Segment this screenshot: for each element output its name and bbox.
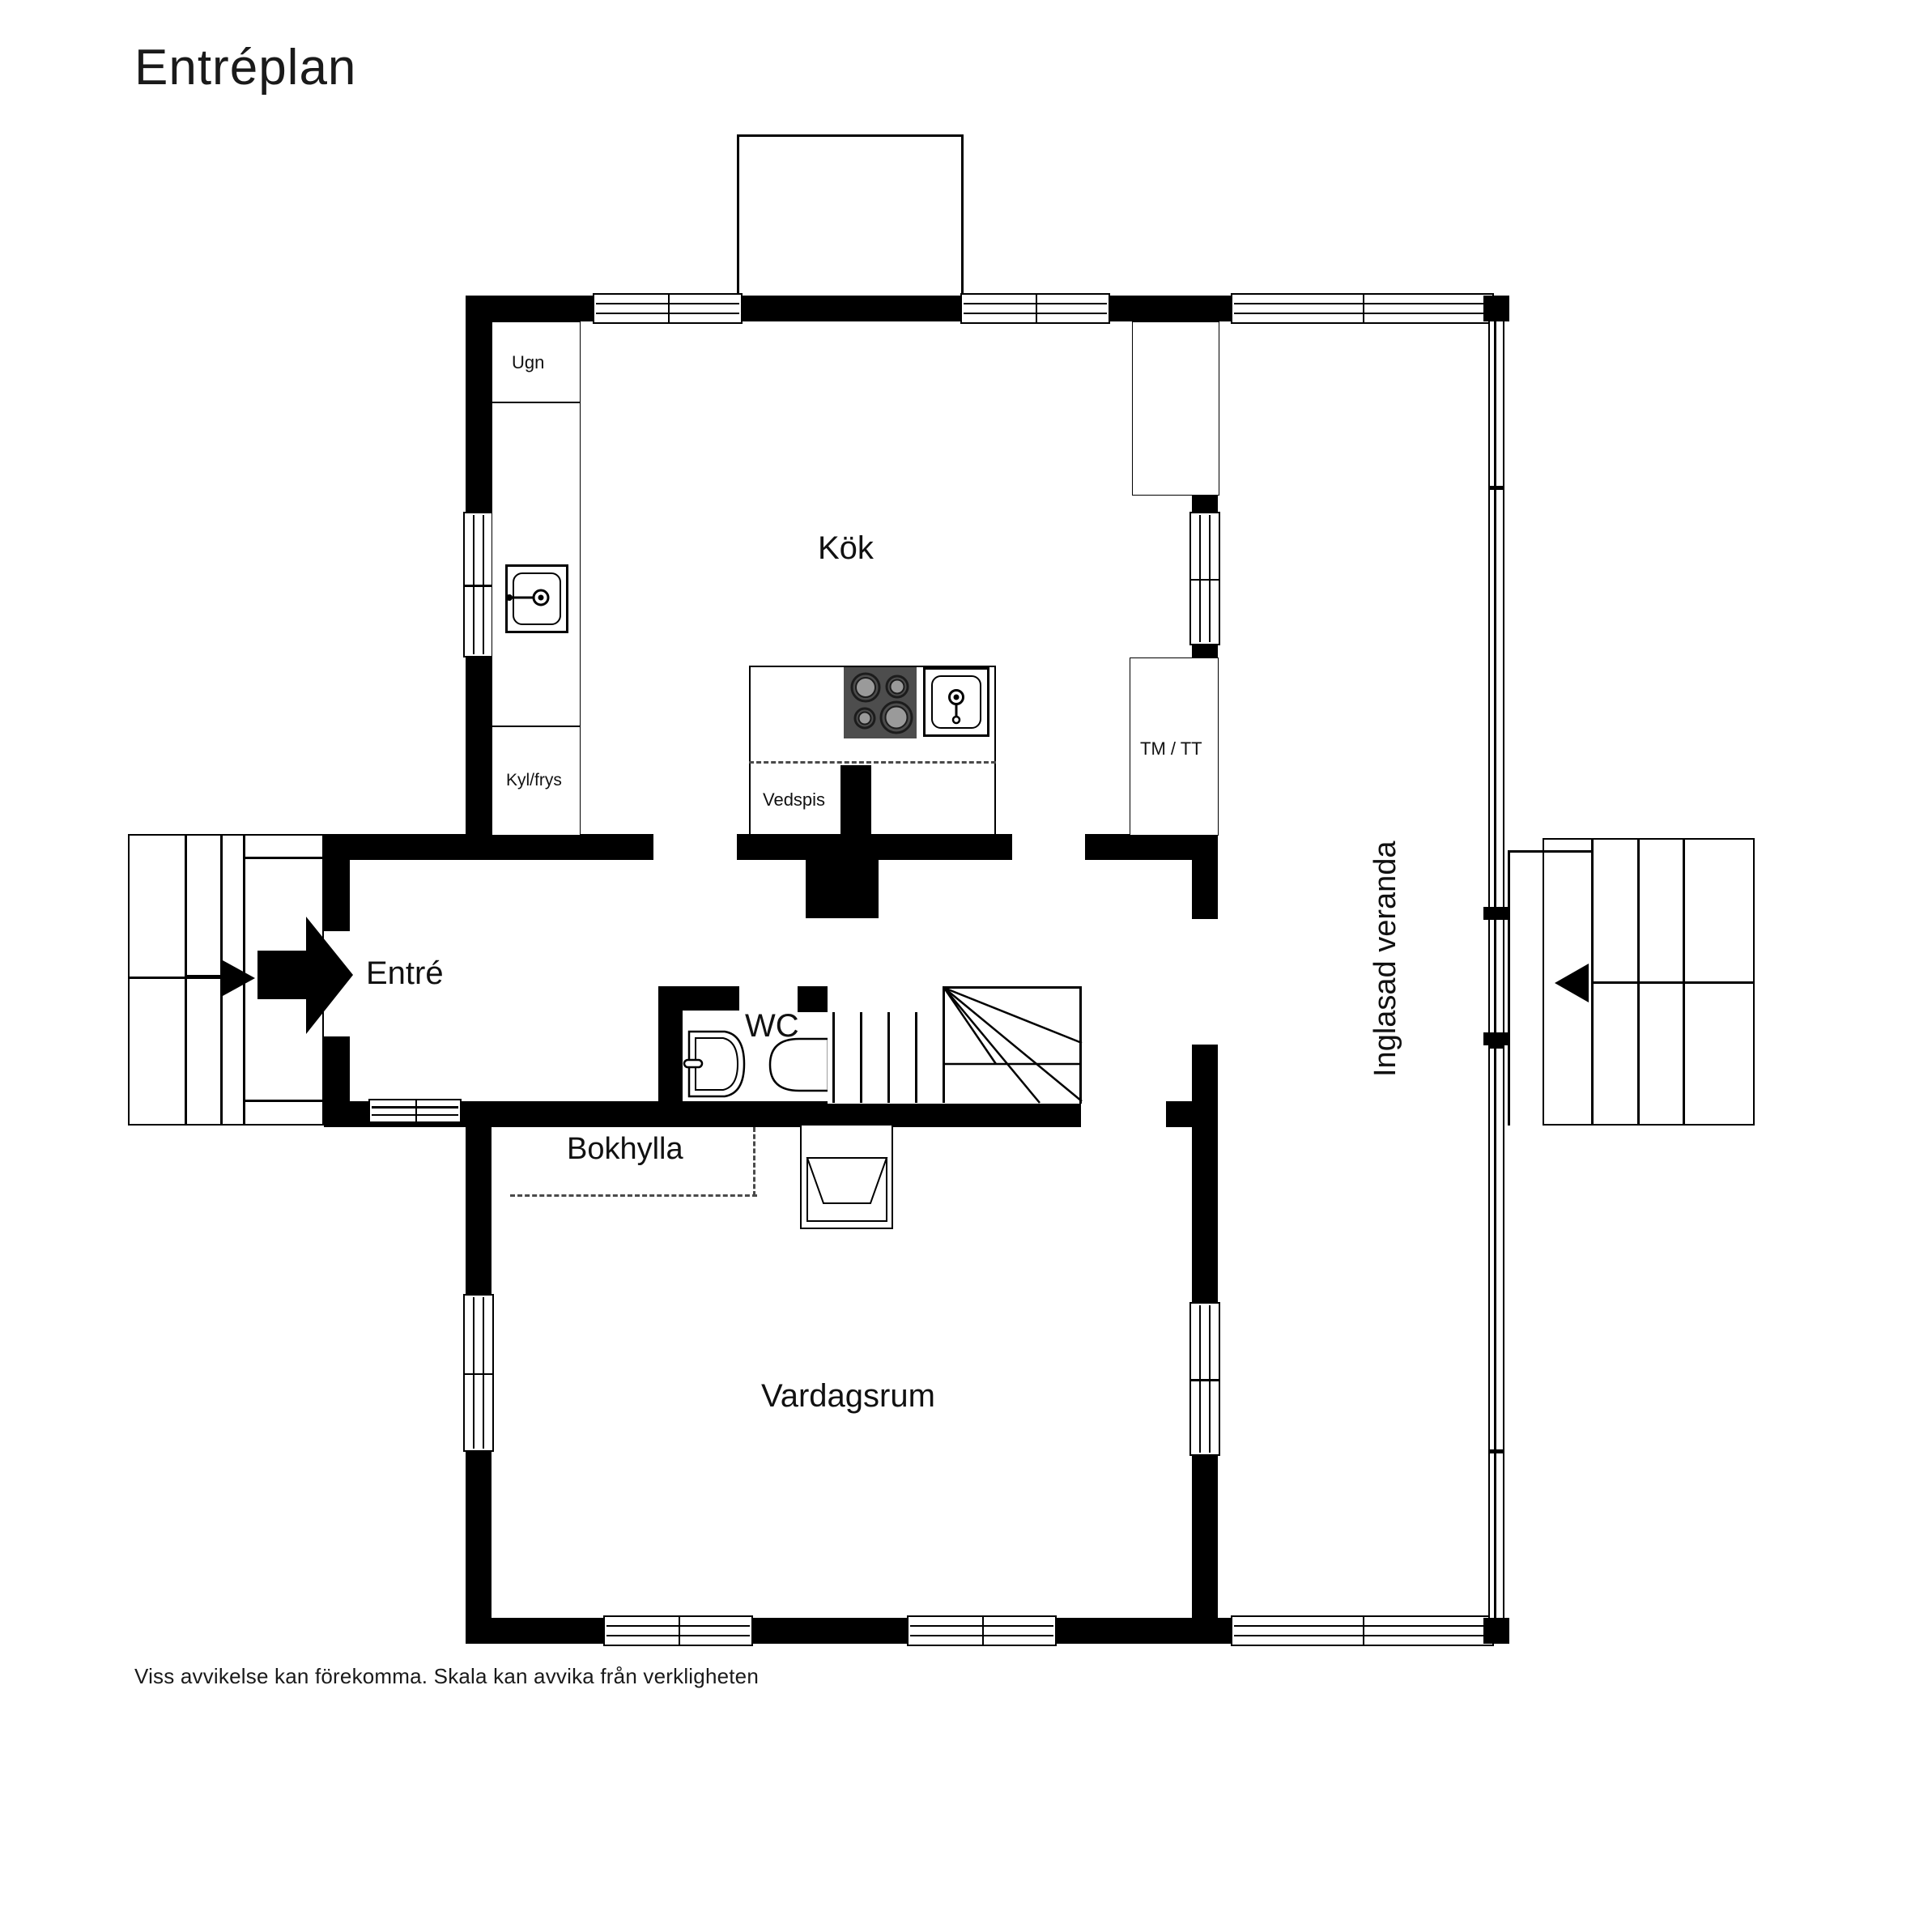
room-label-veranda: Inglasad veranda <box>1368 840 1402 1077</box>
veranda-glass-mullion-1 <box>1494 310 1496 1626</box>
porch-right-landing-top <box>1508 850 1593 853</box>
chimney-base <box>806 860 879 918</box>
kitchen-counter-northeast <box>1132 321 1219 496</box>
veranda-wall-east <box>1488 310 1504 1626</box>
fixture-washer-dryer <box>1130 657 1219 836</box>
wall-living-northeast-nub <box>1166 1101 1197 1127</box>
fixture-label-vedspis: Vedspis <box>763 789 826 810</box>
stair-tread-4 <box>915 1012 917 1103</box>
stair-outline-right <box>1079 986 1082 1104</box>
fixture-label-oven: Ugn <box>512 352 545 372</box>
stair-winder-icon <box>943 986 1083 1104</box>
stair-under-box-icon <box>806 1157 888 1222</box>
washbasin-icon <box>683 1030 746 1098</box>
porch-left-step-2 <box>220 834 223 1126</box>
veranda-corner-se <box>1483 1618 1509 1644</box>
window-east-kitchen <box>1189 512 1220 645</box>
wall-wc-north <box>658 986 739 1011</box>
room-label-entrance: Entré <box>366 955 444 991</box>
entrance-arrow-large-icon <box>257 917 353 1034</box>
disclaimer-text: Viss avvikelse kan förekomma. Skala kan … <box>134 1664 760 1688</box>
veranda-glass-div-4 <box>1488 1449 1504 1453</box>
wall-kitchen-south-stub <box>1192 834 1218 919</box>
entrance-arrow-small-icon <box>223 960 255 996</box>
window-north-veranda <box>1231 293 1494 324</box>
porch-right-mid-rail <box>1591 981 1755 984</box>
veranda-door-stop-top <box>1483 907 1509 920</box>
chimney-stack-vertical <box>840 765 871 838</box>
room-label-wc: WC <box>745 1008 799 1044</box>
stair-outline-top <box>943 986 1082 989</box>
stair-tread-2 <box>860 1012 862 1103</box>
window-south-veranda <box>1231 1615 1494 1646</box>
veranda-glass-div-1 <box>1488 486 1504 490</box>
porch-left-landing-bottom <box>243 1100 324 1102</box>
stair-tread-5 <box>943 986 945 1103</box>
porch-right-landing-left <box>1508 850 1510 1126</box>
bokhylla-boundary-right <box>753 1127 755 1196</box>
kitchen-faucet-west-icon <box>506 589 550 606</box>
room-label-living: Vardagsrum <box>761 1378 935 1414</box>
veranda-corner-ne <box>1483 296 1509 321</box>
fixture-oven <box>492 321 581 402</box>
roof-extension-box <box>737 134 964 300</box>
veranda-glass-div-3 <box>1488 1045 1504 1049</box>
entrance-arrow-small-shaft <box>186 975 225 979</box>
porch-right-arrow-icon <box>1555 964 1589 1002</box>
fixture-label-fridge-freezer: Kyl/frys <box>506 771 562 789</box>
window-west-living <box>463 1294 494 1452</box>
porch-left-step-1 <box>185 834 187 1126</box>
fixture-fridge-freezer <box>492 726 581 836</box>
wall-kitchen-south-left <box>466 834 653 860</box>
porch-left-landing-top <box>243 857 324 859</box>
veranda-door-stop-bottom <box>1483 1032 1509 1045</box>
window-entrance-south <box>368 1099 462 1123</box>
wall-entre-top <box>324 834 492 860</box>
window-north-1 <box>593 293 743 324</box>
window-east-living <box>1189 1302 1220 1456</box>
cooktop-icon <box>844 667 917 738</box>
page-title: Entréplan <box>134 40 357 96</box>
kitchen-island-divider <box>749 761 996 764</box>
window-south-2 <box>907 1615 1057 1646</box>
stair-tread-1 <box>832 1012 835 1103</box>
window-south-1 <box>603 1615 753 1646</box>
window-west-kitchen <box>463 512 494 657</box>
chimney-stack-horizontal <box>737 834 1012 860</box>
fixture-label-bokhylla: Bokhylla <box>567 1132 683 1166</box>
stair-tread-3 <box>887 1012 890 1103</box>
window-north-2 <box>960 293 1110 324</box>
kitchen-island-faucet-icon <box>948 689 964 725</box>
staircase <box>828 986 1081 1104</box>
room-label-kitchen: Kök <box>818 530 874 566</box>
bokhylla-boundary-bottom <box>510 1194 757 1197</box>
fixture-label-washer-dryer: TM / TT <box>1140 738 1202 759</box>
